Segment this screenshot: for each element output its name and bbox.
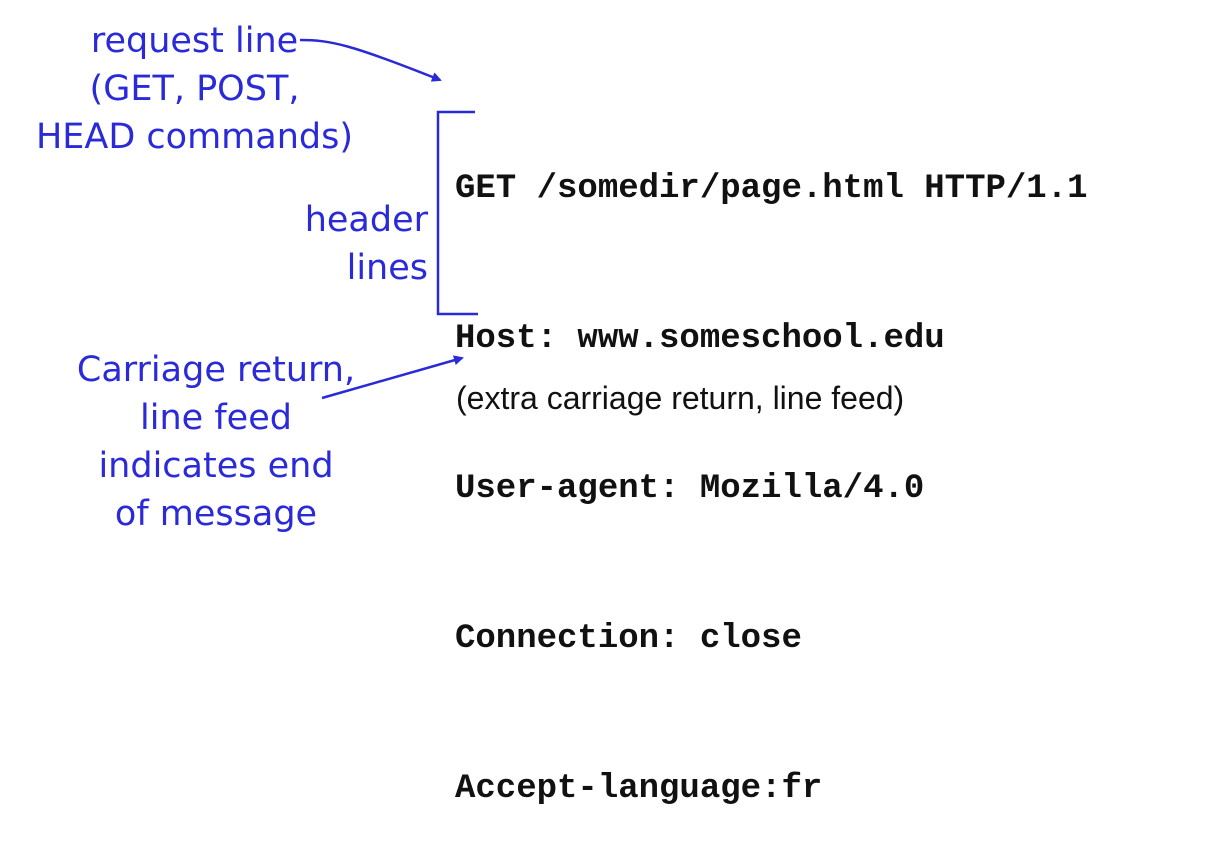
diagram-connectors	[299, 38, 478, 400]
annotation-line: lines	[346, 248, 428, 288]
extra-crlf-line: (extra carriage return, line feed)	[456, 380, 905, 416]
crlf-annotation: Carriage return, line feed indicates end…	[56, 348, 376, 540]
annotation-line: request line	[90, 21, 299, 61]
header-line-user-agent: User-agent: Mozilla/4.0	[455, 470, 925, 508]
header-line-accept-language: Accept-language:fr	[455, 770, 823, 808]
annotation-line: header	[304, 200, 428, 240]
header-lines-annotation: header lines	[280, 198, 428, 294]
http-request-message: GET /somedir/page.html HTTP/1.1 Host: ww…	[455, 64, 1088, 864]
request-line: GET /somedir/page.html HTTP/1.1	[455, 170, 1088, 208]
header-bracket	[436, 110, 478, 316]
annotation-line: indicates end	[98, 446, 334, 486]
header-line-connection: Connection: close	[455, 620, 802, 658]
request-line-annotation: request line (GET, POST, HEAD commands)	[22, 19, 367, 163]
crlf-arrow	[321, 355, 464, 400]
annotation-line: HEAD commands)	[35, 117, 354, 157]
annotation-line: line feed	[140, 398, 292, 438]
header-line-host: Host: www.someschool.edu	[455, 320, 945, 358]
annotation-line: Carriage return,	[76, 350, 356, 390]
annotation-line: (GET, POST,	[89, 69, 300, 109]
request-line-arrow	[299, 38, 442, 82]
annotation-line: of message	[114, 494, 318, 534]
